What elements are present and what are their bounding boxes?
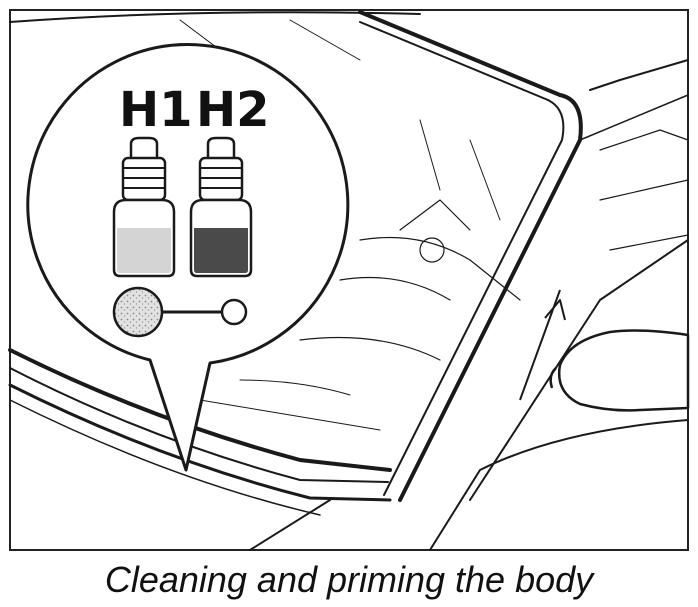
bottle-h2-liquid <box>194 228 248 273</box>
bottle-h1-liquid <box>117 228 171 273</box>
bottle-label-h1: H1 <box>119 82 193 138</box>
caption: Cleaning and priming the body <box>0 556 698 604</box>
windshield-priming-illustration: H1 H2 <box>0 0 698 560</box>
bottle-label-h2: H2 <box>196 82 270 138</box>
